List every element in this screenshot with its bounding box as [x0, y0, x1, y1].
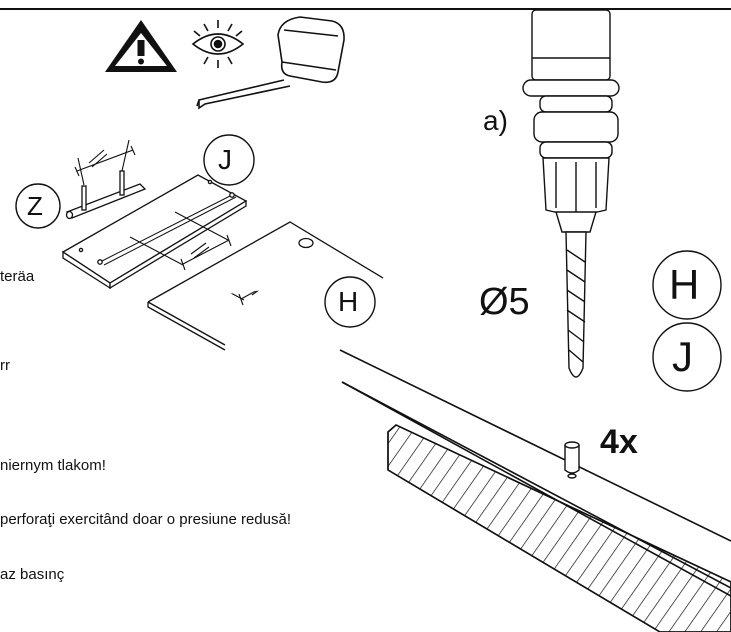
part-z-badge: [15, 183, 61, 229]
part-z-letter: Z: [27, 191, 43, 221]
part-j-badge: [203, 134, 255, 186]
eye-icon: [191, 20, 245, 68]
side-j-letter: J: [672, 333, 693, 380]
hole-marker-icon: [564, 441, 580, 479]
side-h-letter: H: [669, 261, 700, 308]
instruction-line-3: niernym tlakom!: [0, 457, 106, 474]
count-label: 4x: [600, 423, 638, 461]
rail-j: [61, 174, 248, 290]
panel-h: [147, 221, 384, 351]
rod-z: [65, 170, 147, 220]
side-h-badge: [652, 250, 722, 320]
drill-icon: [522, 9, 620, 378]
instruction-line-5: az basınç: [0, 566, 65, 583]
part-h-letter: H: [338, 286, 359, 317]
instruction-line-2: rr: [0, 357, 10, 374]
tape-measure-icon: [196, 16, 345, 110]
instruction-line-1: teräa: [0, 268, 35, 285]
part-h-badge: [324, 276, 376, 328]
instruction-line-4: perforaţi exercitând doar o presiune red…: [0, 511, 292, 528]
drill-diameter-label: Ø5: [479, 281, 530, 323]
side-j-badge: [652, 322, 722, 392]
dimension-lines: [74, 139, 290, 306]
wood-block: [387, 424, 731, 632]
warning-triangle-icon: [105, 20, 177, 72]
step-label: a): [483, 105, 508, 136]
part-j-letter: J: [218, 144, 232, 175]
